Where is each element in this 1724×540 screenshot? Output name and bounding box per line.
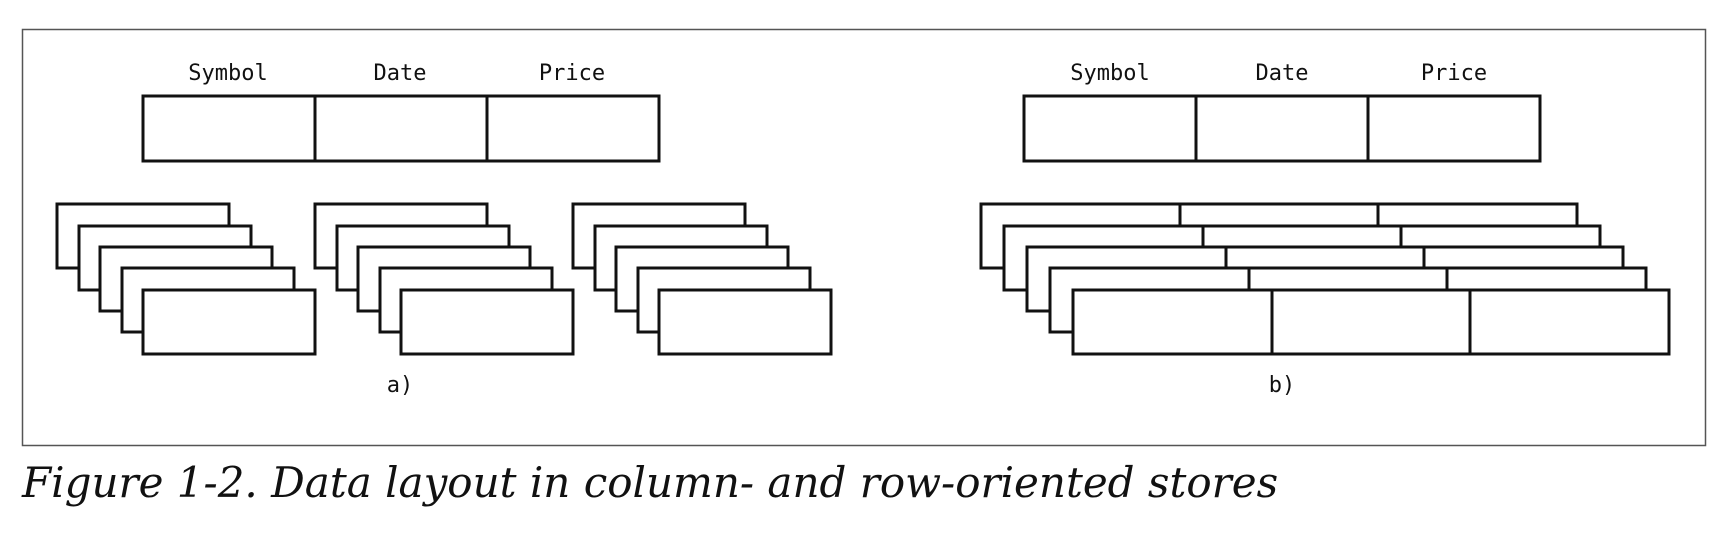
panel-a-column-stack-symbol bbox=[55, 202, 317, 356]
panel-b-row-cell bbox=[1270, 288, 1472, 356]
figure-frame bbox=[21, 28, 1707, 447]
panel-a-column-stack-date bbox=[313, 202, 575, 356]
panel-b-label: b) bbox=[1269, 373, 1296, 398]
panel-a-price-page bbox=[657, 288, 833, 356]
panel-a-symbol-page bbox=[141, 288, 317, 356]
panel-b-row-cell bbox=[1468, 288, 1671, 356]
panel-b-row-stack bbox=[979, 202, 1671, 356]
panel-b-schema-cell-price bbox=[1366, 94, 1542, 163]
panel-b-schema-cell-date bbox=[1194, 94, 1370, 163]
panel-a-label: a) bbox=[387, 373, 414, 398]
panel-a-schema-cell-date bbox=[313, 94, 489, 163]
panel-b-header-date: Date bbox=[1256, 61, 1309, 86]
panel-a-schema-row bbox=[141, 94, 661, 163]
panel-a-date-page bbox=[399, 288, 575, 356]
panel-b-schema-cell-symbol bbox=[1022, 94, 1198, 163]
panel-b: Symbol Date Price bbox=[979, 61, 1671, 398]
panel-a-header-date: Date bbox=[374, 61, 427, 86]
panel-b-row-cell bbox=[1071, 288, 1274, 356]
panel-a-header-symbol: Symbol bbox=[188, 61, 267, 86]
panel-a-column-stack-price bbox=[571, 202, 833, 356]
panel-b-header-price: Price bbox=[1421, 61, 1487, 86]
panel-a: Symbol Date Price bbox=[55, 61, 833, 398]
panel-a-schema-cell-price bbox=[485, 94, 661, 163]
panel-b-schema-row bbox=[1022, 94, 1542, 163]
panel-a-schema-cell-symbol bbox=[141, 94, 317, 163]
figure-caption: Figure 1-2. Data layout in column- and r… bbox=[22, 458, 1279, 507]
panel-b-row-page bbox=[1071, 288, 1671, 356]
panel-b-header-symbol: Symbol bbox=[1070, 61, 1149, 86]
panel-a-header-price: Price bbox=[539, 61, 605, 86]
